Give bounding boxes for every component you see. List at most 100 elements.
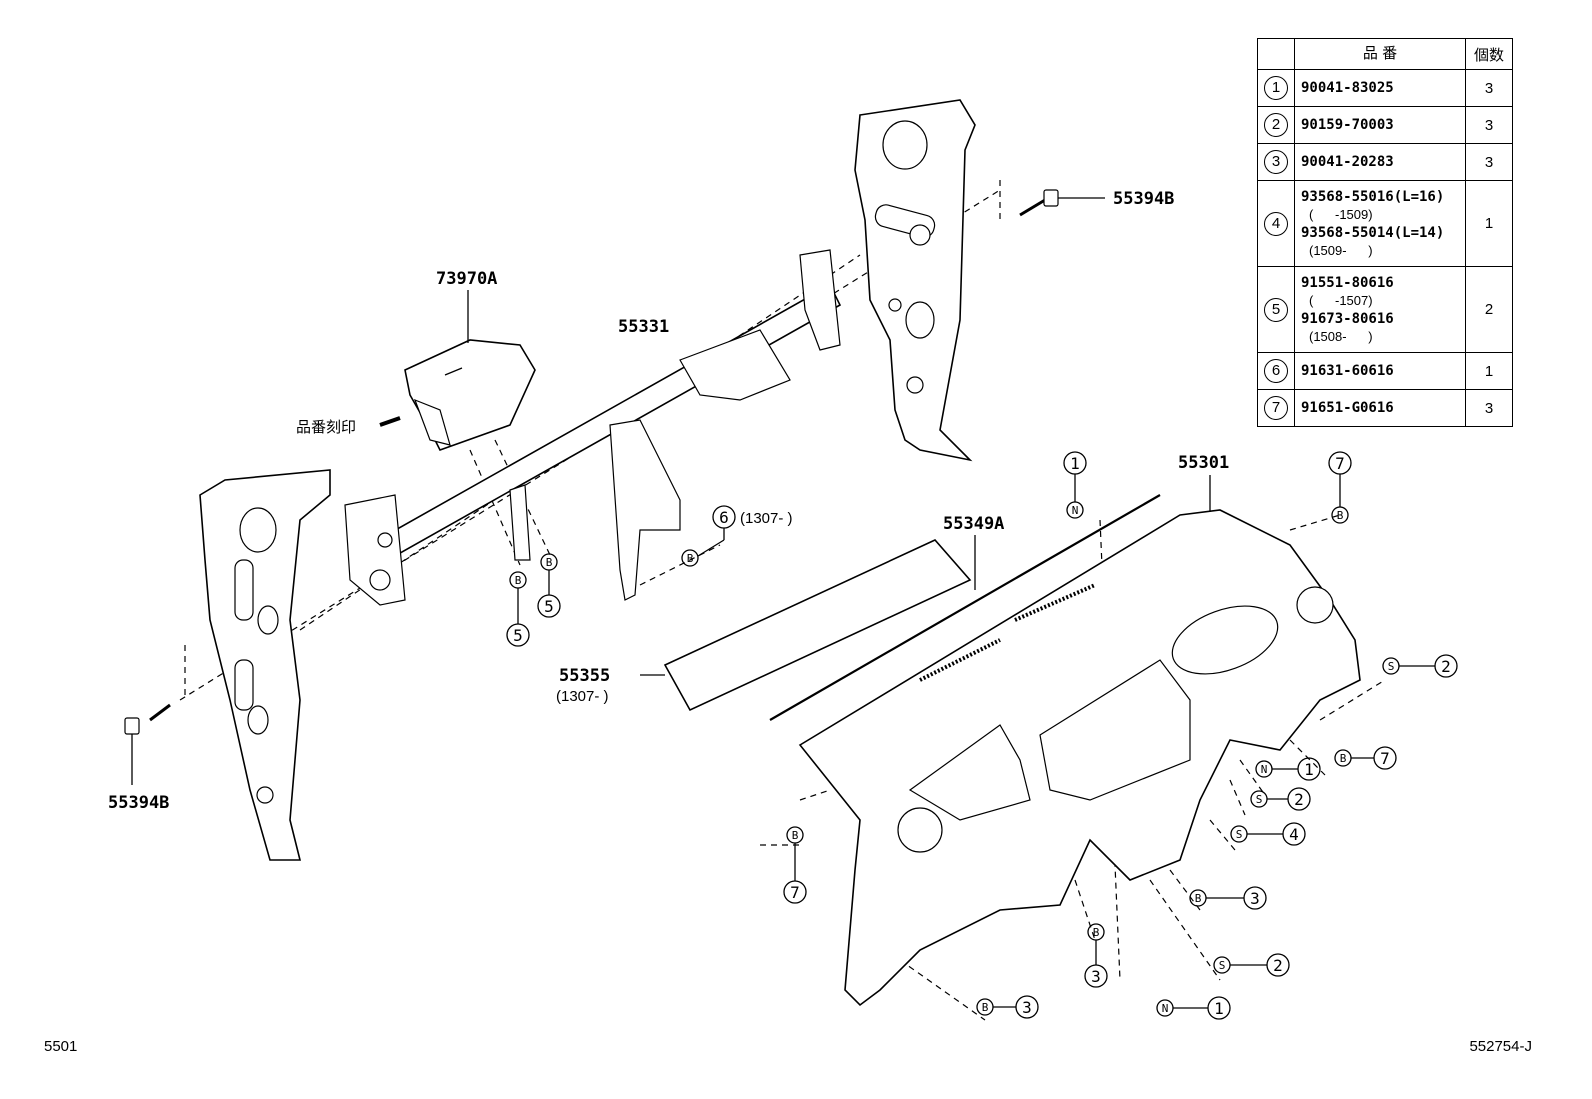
svg-text:N: N (1072, 504, 1079, 517)
letter-s-1: S (1382, 657, 1400, 675)
label-55301: 55301 (1178, 453, 1229, 473)
row-index: 6 (1264, 359, 1288, 383)
parts-table: 品 番 個数 1 90041-83025 3 2 90159-70003 3 3… (1257, 38, 1513, 427)
row-qty: 1 (1465, 180, 1513, 267)
strip-55349a (769, 494, 1161, 721)
callout-5-a: 5 (506, 623, 530, 647)
svg-text:2: 2 (1294, 790, 1304, 809)
table-header-row: 品 番 個数 (1257, 38, 1513, 70)
svg-text:3: 3 (1022, 998, 1032, 1017)
svg-text:5: 5 (513, 626, 523, 645)
letter-s-3: S (1230, 825, 1248, 843)
label-55355: 55355 (559, 666, 610, 686)
part-number: 91651-G0616 (1301, 400, 1394, 416)
instrument-panel (798, 475, 1361, 1007)
table-row: 1 90041-83025 3 (1257, 69, 1513, 107)
part-note: ( -1507) (1309, 292, 1373, 308)
callout-3-c: 3 (1015, 995, 1039, 1019)
label-73970a: 73970A (436, 269, 497, 289)
header-index (1257, 38, 1295, 70)
callout-7-right: 7 (1373, 746, 1397, 770)
callout-6: 6 (712, 505, 736, 529)
pad-55355 (640, 539, 972, 712)
svg-text:S: S (1236, 828, 1243, 841)
row-qty: 2 (1465, 266, 1513, 353)
callout-7-left: 7 (783, 880, 807, 904)
part-number: 90041-20283 (1301, 154, 1394, 170)
bolt-55394b-bottom (124, 703, 171, 785)
svg-text:S: S (1388, 660, 1395, 673)
callout-4: 4 (1282, 822, 1306, 846)
label-55349a: 55349A (943, 514, 1004, 534)
right-side-bracket (854, 99, 976, 462)
part-number: 91631-60616 (1301, 363, 1394, 379)
svg-text:B: B (982, 1001, 989, 1014)
callout-2-a: 2 (1434, 654, 1458, 678)
row-index: 4 (1264, 211, 1288, 236)
airbag-module (379, 290, 536, 451)
svg-text:B: B (792, 829, 799, 842)
svg-text:1: 1 (1214, 999, 1224, 1018)
svg-text:7: 7 (1380, 749, 1390, 768)
letter-b-5: B (1334, 749, 1352, 767)
svg-text:3: 3 (1091, 967, 1101, 986)
row-index: 2 (1264, 113, 1288, 137)
left-side-bracket (199, 469, 331, 861)
stamp-note: 品番刻印 (296, 419, 356, 436)
part-number: 93568-55016(L=16) (1301, 188, 1445, 205)
row-index: 1 (1264, 76, 1288, 100)
callout-2-c: 2 (1266, 953, 1290, 977)
label-55394b-top: 55394B (1113, 189, 1174, 209)
svg-text:5: 5 (544, 597, 554, 616)
callout-5-b: 5 (537, 594, 561, 618)
letter-b-7: B (1087, 923, 1105, 941)
svg-text:B: B (1093, 926, 1100, 939)
svg-text:B: B (515, 574, 522, 587)
figure-code-right: 552754-J (1469, 1038, 1532, 1055)
letter-s-2: S (1250, 790, 1268, 808)
svg-text:S: S (1256, 793, 1263, 806)
table-row: 7 91651-G0616 3 (1257, 389, 1513, 427)
bolt-55394b-top (1019, 189, 1105, 217)
callout-3-b: 3 (1084, 964, 1108, 988)
table-row: 2 90159-70003 3 (1257, 106, 1513, 144)
row-qty: 3 (1465, 69, 1513, 107)
part-number: 91673-80616 (1301, 310, 1394, 327)
numbered-callouts: 6 5 5 1 7 2 7 1 2 4 3 2 1 3 3 7 (506, 451, 1458, 1020)
svg-text:3: 3 (1250, 889, 1260, 908)
svg-text:B: B (1337, 509, 1344, 522)
letter-b-9: B (786, 826, 804, 844)
row-index: 5 (1264, 297, 1288, 322)
callout-3-a: 3 (1243, 886, 1267, 910)
svg-text:7: 7 (1335, 454, 1345, 473)
letter-b-3: B (540, 553, 558, 571)
svg-text:2: 2 (1273, 956, 1283, 975)
part-number: 93568-55014(L=14) (1301, 224, 1445, 241)
letter-n-1: N (1066, 501, 1084, 519)
svg-text:2: 2 (1441, 657, 1451, 676)
callout-1-bottom: 1 (1207, 996, 1231, 1020)
row-qty: 1 (1465, 352, 1513, 390)
svg-text:N: N (1162, 1002, 1169, 1015)
part-note: (1508- ) (1309, 328, 1373, 344)
part-note: ( -1509) (1309, 206, 1373, 222)
svg-text:B: B (1340, 752, 1347, 765)
svg-text:1: 1 (1070, 454, 1080, 473)
svg-text:6: 6 (719, 508, 729, 527)
letter-b-6: B (1189, 889, 1207, 907)
table-row: 5 91551-80616 ( -1507) 91673-80616 (1508… (1257, 266, 1513, 353)
row-index: 7 (1264, 396, 1288, 420)
svg-text:B: B (687, 552, 694, 565)
row-qty: 3 (1465, 389, 1513, 427)
svg-text:B: B (546, 556, 553, 569)
part-number: 91551-80616 (1301, 274, 1394, 291)
part-note: (1509- ) (1309, 242, 1373, 258)
instrument-panel-reinforcement (344, 249, 842, 606)
label-55331: 55331 (618, 317, 669, 337)
svg-text:1: 1 (1304, 760, 1314, 779)
callout-7-top: 7 (1328, 451, 1352, 475)
svg-text:7: 7 (790, 883, 800, 902)
letter-b-4: B (1331, 506, 1349, 524)
row-qty: 3 (1465, 143, 1513, 181)
